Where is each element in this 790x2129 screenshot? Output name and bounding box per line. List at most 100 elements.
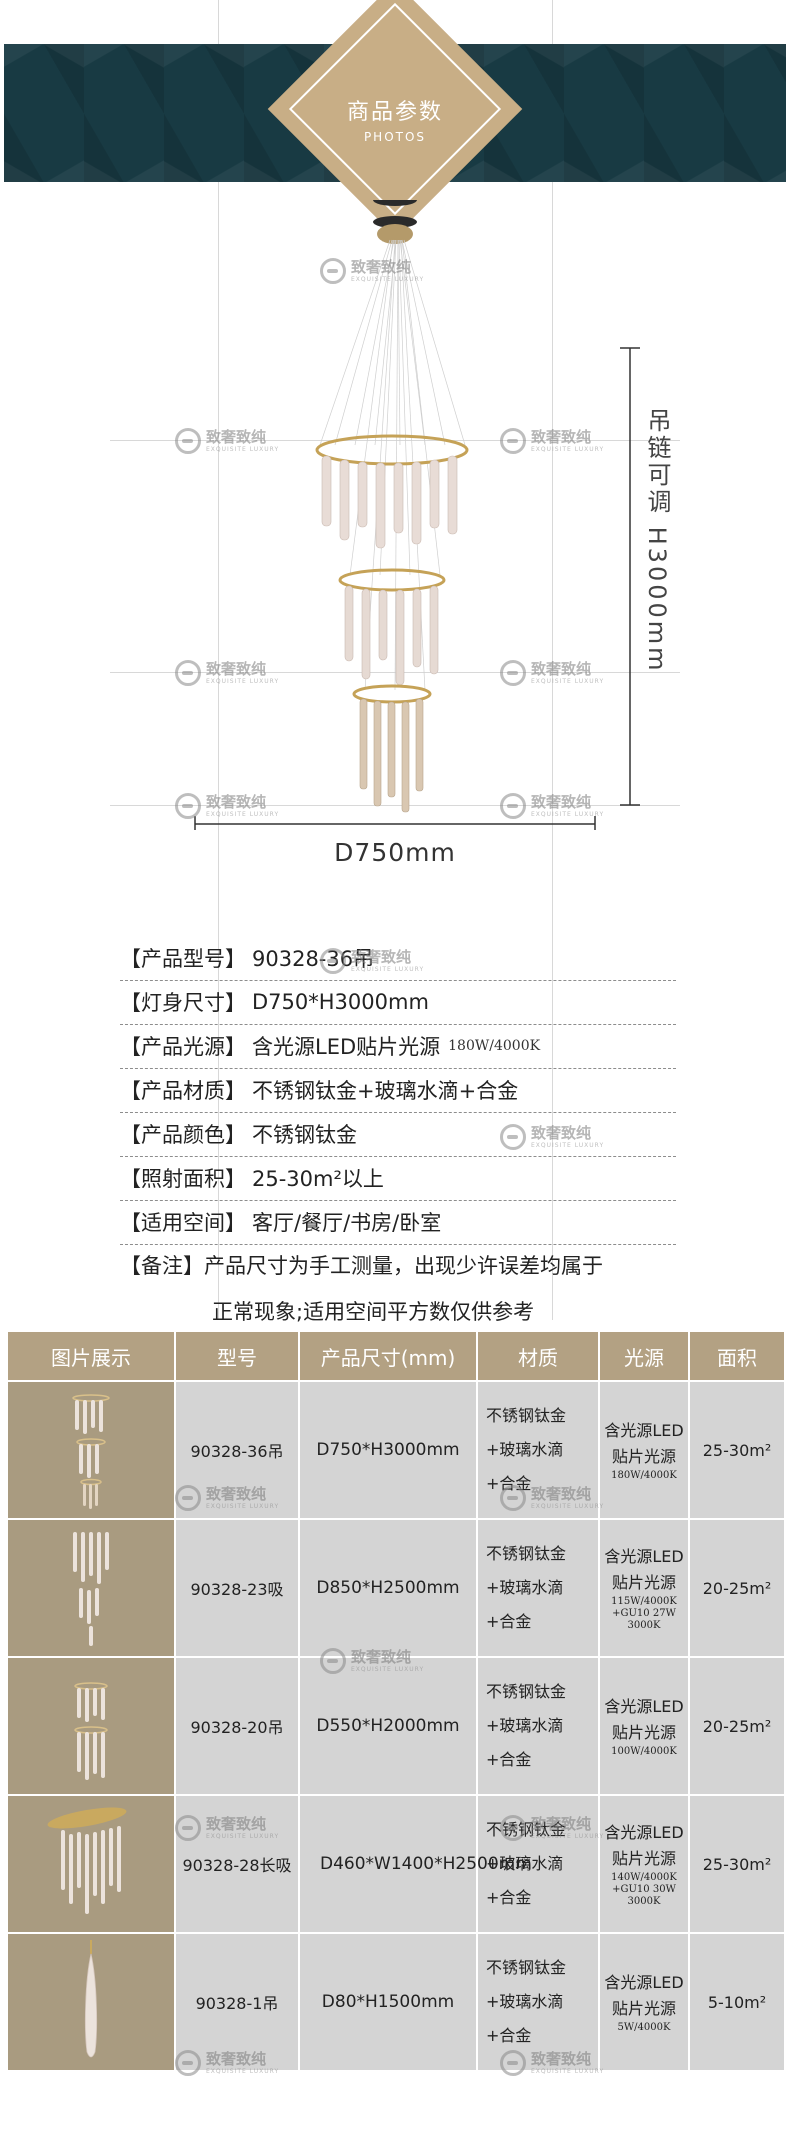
watermark-text: 致奢致纯: [531, 1484, 592, 1503]
spec-row-space: 【适用空间】客厅/餐厅/书房/卧室: [120, 1200, 676, 1245]
note-line-1: 产品尺寸为手工测量，出现少许误差均属于: [204, 1254, 603, 1278]
spec-row-material: 【产品材质】不锈钢钛金+玻璃水滴+合金: [120, 1068, 676, 1113]
watermark-logo-icon: [500, 2050, 526, 2076]
material-line: +合金: [486, 1750, 532, 1769]
area-cell: 25-30m²: [688, 1380, 786, 1520]
watermark-subtext: EXQUISITE LUXURY: [531, 810, 605, 818]
watermark-text: 致奢致纯: [206, 659, 267, 678]
watermark-subtext: EXQUISITE LUXURY: [206, 1832, 280, 1840]
watermark-subtext: EXQUISITE LUXURY: [531, 1141, 605, 1149]
product-thumbnail: [6, 1794, 176, 1934]
table-row: 90328-20吊 D550*H2000mm 不锈钢钛金 +玻璃水滴 +合金 含…: [6, 1656, 786, 1796]
spec-value: D750*H3000mm: [252, 990, 429, 1014]
material-line: 不锈钢钛金: [486, 1958, 567, 1977]
spec-key: 【产品型号】: [120, 947, 246, 971]
light-spec: +GU10 30W: [612, 1884, 676, 1895]
light-spec: 5W/4000K: [617, 2022, 671, 2033]
material-line: 不锈钢钛金: [486, 1406, 567, 1425]
light-spec: 3000K: [627, 1896, 661, 1907]
guide-line: [110, 805, 680, 806]
watermark-text: 致奢致纯: [531, 1123, 592, 1142]
spec-value: 90328-36吊: [252, 947, 375, 971]
watermark-text: 致奢致纯: [351, 947, 412, 966]
spec-row-size: 【灯身尺寸】D750*H3000mm: [120, 980, 676, 1025]
product-thumbnail: [6, 1518, 176, 1658]
light-line: 贴片光源: [611, 1849, 676, 1868]
note-line-2: 正常现象;适用空间平方数仅供参考: [212, 1300, 535, 1324]
light-spec: +GU10 27W: [612, 1608, 676, 1619]
watermark-logo-icon: [500, 793, 526, 819]
light-line: 贴片光源: [611, 1723, 676, 1742]
note-key: 【备注】: [120, 1254, 204, 1278]
spec-value: 25-30m²以上: [252, 1167, 384, 1191]
material-line: 不锈钢钛金: [486, 1682, 567, 1701]
size-cell: D80*H1500mm: [298, 1932, 478, 2072]
chandelier-thumbnail-image: [74, 1682, 108, 1780]
watermark-text: 致奢致纯: [531, 427, 592, 446]
area-cell: 20-25m²: [688, 1656, 786, 1796]
spec-value: 含光源LED贴片光源: [252, 1035, 441, 1059]
spec-value: 不锈钢钛金+玻璃水滴+合金: [252, 1079, 519, 1103]
model-cell: 90328-1吊: [174, 1932, 300, 2072]
watermark-text: 致奢致纯: [206, 1814, 267, 1833]
light-line: 贴片光源: [611, 1999, 676, 2018]
diameter-dimension-label: D750mm: [334, 838, 456, 867]
watermark-logo-icon: [175, 1815, 201, 1841]
watermark-logo-icon: [175, 793, 201, 819]
guide-line: [218, 0, 219, 1320]
watermark-logo-icon: [175, 660, 201, 686]
watermark-subtext: EXQUISITE LUXURY: [531, 1832, 605, 1840]
watermark-logo-icon: [320, 948, 346, 974]
area-cell: 25-30m²: [688, 1794, 786, 1934]
spec-key: 【产品材质】: [120, 1079, 246, 1103]
page-title: 商品参数: [346, 100, 443, 125]
watermark-text: 致奢致纯: [206, 2049, 267, 2068]
chandelier-thumbnail-image: [72, 1394, 110, 1509]
model-cell: 90328-23吸: [174, 1518, 300, 1658]
table-row: 90328-28长吸 D460*W1400*H2500mm 不锈钢钛金 +玻璃水…: [6, 1794, 786, 1934]
material-line: +玻璃水滴: [486, 1578, 564, 1597]
area-cell: 5-10m²: [688, 1932, 786, 2072]
model-cell: 90328-20吊: [174, 1656, 300, 1796]
material-line: +合金: [486, 1888, 532, 1907]
column-header: 图片展示: [6, 1330, 176, 1382]
watermark-subtext: EXQUISITE LUXURY: [351, 1665, 425, 1673]
light-source-cell: 含光源LED 贴片光源 115W/4000K +GU10 27W 3000K: [598, 1518, 690, 1658]
spec-row-model: 【产品型号】90328-36吊: [120, 936, 676, 981]
product-thumbnail: [6, 1656, 176, 1796]
spec-value: 客厅/餐厅/书房/卧室: [252, 1211, 442, 1235]
light-spec: 100W/4000K: [611, 1746, 677, 1757]
spec-key: 【照射面积】: [120, 1167, 246, 1191]
watermark-logo-icon: [320, 1648, 346, 1674]
spec-extra: 180W/4000K: [448, 1038, 541, 1054]
watermark-logo-icon: [500, 1485, 526, 1511]
watermark-subtext: EXQUISITE LUXURY: [531, 2067, 605, 2075]
spec-value: 不锈钢钛金: [252, 1123, 357, 1147]
watermark-text: 致奢致纯: [531, 659, 592, 678]
watermark-logo-icon: [175, 1485, 201, 1511]
watermark-subtext: EXQUISITE LUXURY: [351, 275, 425, 283]
material-line: +玻璃水滴: [486, 1992, 564, 2011]
light-source-cell: 含光源LED 贴片光源 180W/4000K: [598, 1380, 690, 1520]
light-source-cell: 含光源LED 贴片光源 5W/4000K: [598, 1932, 690, 2072]
column-header: 面积: [688, 1330, 786, 1382]
table-row: 90328-36吊 D750*H3000mm 不锈钢钛金 +玻璃水滴 +合金 含…: [6, 1380, 786, 1520]
watermark-subtext: EXQUISITE LUXURY: [531, 677, 605, 685]
spec-row-area: 【照射面积】25-30m²以上: [120, 1156, 676, 1201]
column-header: 材质: [476, 1330, 600, 1382]
light-spec: 140W/4000K: [611, 1872, 677, 1883]
spec-row-color: 【产品颜色】不锈钢钛金: [120, 1112, 676, 1157]
page-subtitle: PHOTOS: [363, 130, 427, 144]
light-line: 含光源LED: [604, 1823, 684, 1842]
light-line: 含光源LED: [604, 1547, 684, 1566]
